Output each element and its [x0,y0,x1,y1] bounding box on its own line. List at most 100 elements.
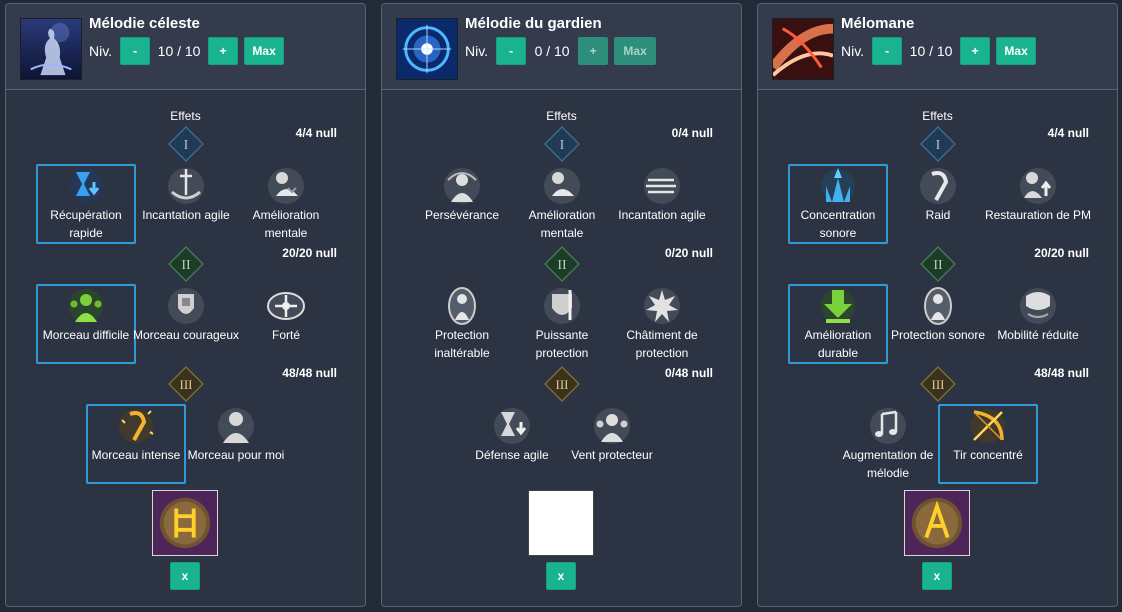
panel-melodie-celeste: Mélodie céleste Niv. - 10 / 10 + Max Eff… [5,3,366,607]
svg-text:III: III [180,377,193,392]
effect-label: Protection sonore [890,328,986,342]
effect-label: Morceau difficile [42,328,130,342]
level-value: 0 / 10 [534,43,570,59]
music-notes-icon [870,408,906,444]
level-label: Niv. [465,43,489,59]
tier-1-diamond-icon: I [544,126,580,162]
tier-1-count: 0/4 null [671,126,713,140]
decrease-level-button[interactable]: - [496,37,527,65]
effect-concentration-sonore[interactable]: Concentration sonore [788,164,888,244]
increase-level-button[interactable]: + [578,37,609,65]
effect-tir-concentre[interactable]: Tir concentré [938,404,1038,484]
effect-vent-protecteur[interactable]: Vent protecteur [562,404,662,484]
rune-gold-stone-icon[interactable] [152,490,218,556]
person-up-arrow-icon [1020,168,1056,204]
skill-title: Mélodie céleste [89,15,200,32]
melodie-du-gardien-skill-icon [396,18,458,80]
effect-label: Morceau intense [91,448,181,462]
effect-label: Concentration sonore [800,208,876,240]
effect-label: Incantation agile [142,208,230,222]
max-level-button[interactable]: Max [614,37,657,65]
tier-1-diamond-icon: I [920,126,956,162]
effect-label: Amélioration mentale [252,208,320,240]
panel-header: Mélodie du gardien Niv. - 0 / 10 + Max [382,4,741,90]
effect-label: Vent protecteur [571,448,653,462]
remove-rune-button[interactable]: x [922,562,952,590]
tier-1-count: 4/4 null [295,126,337,140]
tier-3-count: 0/48 null [664,366,713,380]
effect-label: Défense agile [475,448,549,462]
remove-rune-button[interactable]: x [170,562,200,590]
skill-title: Mélodie du gardien [465,15,602,32]
effect-morceau-difficile[interactable]: Morceau difficile [36,284,136,364]
max-level-button[interactable]: Max [244,37,285,65]
rune-gold-stone-icon[interactable] [904,490,970,556]
effect-protection-sonore[interactable]: Protection sonore [888,284,988,364]
tier-3-count: 48/48 null [282,366,337,380]
effect-restauration-de-pm[interactable]: Restauration de PM [985,164,1091,244]
effect-recuperation-rapide[interactable]: Récupération rapide [36,164,136,244]
svg-text:II: II [557,258,567,273]
group-music-icon [69,289,103,323]
panel-melodie-du-gardien: Mélodie du gardien Niv. - 0 / 10 + Max E… [381,3,742,607]
effect-label: Forté [271,328,300,342]
tier-2-diamond-icon: II [920,246,956,282]
panel-header: Mélomane Niv. - 10 / 10 + Max [758,4,1117,90]
effect-label: Mobilité réduite [997,328,1079,342]
effect-label: Raid [925,208,951,222]
max-level-button[interactable]: Max [996,37,1037,65]
tier-2-diamond-icon: II [168,246,204,282]
svg-text:II: II [933,258,943,273]
fist-shield-icon [168,288,204,324]
increase-level-button[interactable]: + [208,37,239,65]
effect-amelioration-durable[interactable]: Amélioration durable [788,284,888,364]
effect-defense-agile[interactable]: Défense agile [462,404,562,484]
tier-1-count: 4/4 null [1047,126,1089,140]
effect-puissante-protection[interactable]: Puissante protection [512,284,612,364]
effect-incantation-agile[interactable]: Incantation agile [612,164,712,244]
effect-label: Incantation agile [618,208,706,222]
svg-text:III: III [556,377,569,392]
empty-rune-slot[interactable] [528,490,594,556]
effect-label: Morceau courageux [132,328,240,342]
effect-morceau-intense[interactable]: Morceau intense [86,404,186,484]
effect-raid[interactable]: Raid [888,164,988,244]
effect-label: Amélioration mentale [528,208,596,240]
hourglass-down-icon [494,408,530,444]
effect-incantation-agile[interactable]: Incantation agile [136,164,236,244]
effect-morceau-courageux[interactable]: Morceau courageux [133,284,239,364]
person-shield-icon [448,287,476,325]
effect-augmentation-de-melodie[interactable]: Augmentation de mélodie [838,404,938,484]
golden-hook-icon [119,409,154,443]
svg-text:I: I [184,138,189,153]
remove-rune-button[interactable]: x [546,562,576,590]
effect-label: Morceau pour moi [187,448,285,462]
effect-label: Puissante protection [535,328,589,360]
level-controls: Niv. - 10 / 10 + Max [841,36,1037,66]
arrows-expand-icon [267,292,305,320]
tier-3-diamond-icon: III [168,366,204,402]
effect-amelioration-mentale[interactable]: Amélioration mentale [236,164,336,244]
increase-level-button[interactable]: + [960,37,991,65]
effect-forte[interactable]: Forté [236,284,336,364]
person-shield-icon [924,287,952,325]
group-wind-icon [594,408,630,444]
svg-text:I: I [560,138,565,153]
effect-chatiment-de-protection[interactable]: Châtiment de protection [612,284,712,364]
effect-morceau-pour-moi[interactable]: Morceau pour moi [186,404,286,484]
effect-mobilite-reduite[interactable]: Mobilité réduite [988,284,1088,364]
tier-3-count: 48/48 null [1034,366,1089,380]
decrease-level-button[interactable]: - [872,37,903,65]
effect-label: Augmentation de mélodie [842,448,934,480]
hourglass-down-icon [69,169,103,203]
effect-perseverance[interactable]: Persévérance [412,164,512,244]
effects-label: Effets [546,109,577,123]
effect-amelioration-mentale[interactable]: Amélioration mentale [512,164,612,244]
effect-protection-inalterable[interactable]: Protection inaltérable [412,284,512,364]
sword-swirl-icon [168,168,204,204]
decrease-level-button[interactable]: - [120,37,151,65]
effect-label: Persévérance [424,208,500,222]
svg-text:I: I [936,138,941,153]
effect-label: Châtiment de protection [626,328,698,360]
head-heart-icon [268,168,304,204]
